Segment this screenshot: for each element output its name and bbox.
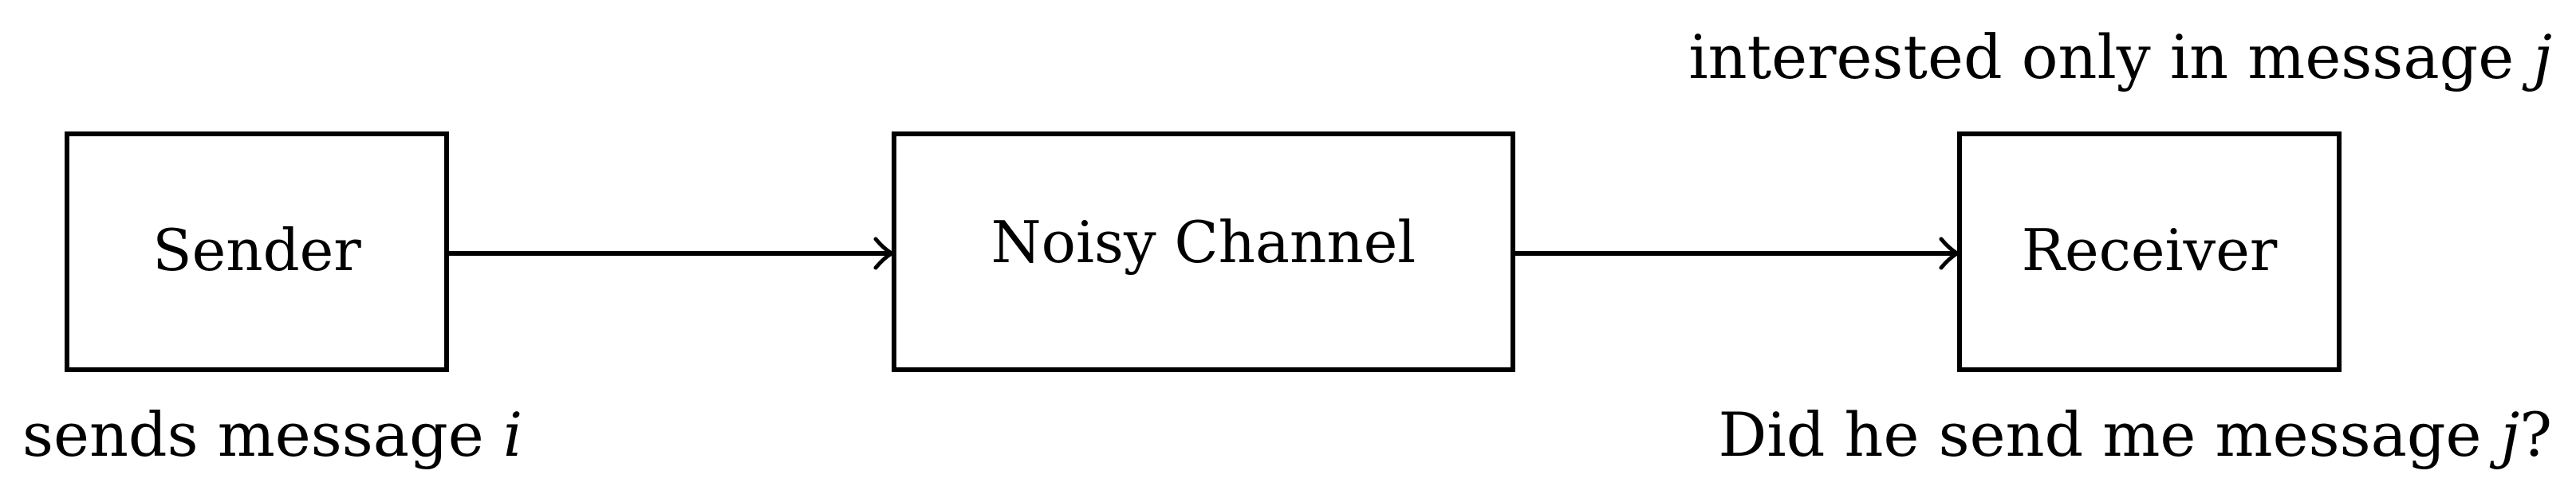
sender-node: Sender [65, 131, 449, 372]
receiver-bottom-caption-suffix: ? [2519, 399, 2552, 470]
receiver-box [1957, 131, 2342, 372]
receiver-top-caption-text: interested only in message [1688, 22, 2533, 92]
arrow-sender-to-channel-head [873, 237, 894, 270]
noisy-channel-box [892, 131, 1515, 372]
arrow-channel-to-receiver [1513, 237, 1960, 270]
noisy-channel-label: Noisy Channel [991, 209, 1416, 276]
sender-caption: sends message i [22, 399, 522, 470]
sender-box [65, 131, 449, 372]
sender-caption-text: sends message [22, 399, 503, 470]
noisy-channel-node: Noisy Channel [892, 131, 1515, 372]
receiver-bottom-caption-text: Did he send me message [1718, 399, 2500, 470]
receiver-bottom-caption: Did he send me message j? [1718, 399, 2552, 470]
receiver-top-caption: interested only in message j [1688, 22, 2552, 92]
sender-label: Sender [152, 217, 361, 284]
arrow-sender-to-channel [447, 237, 894, 270]
arrow-channel-to-receiver-head [1939, 237, 1960, 270]
receiver-node: Receiver [1957, 131, 2342, 372]
receiver-label: Receiver [2022, 217, 2278, 284]
sender-caption-var: i [503, 399, 522, 470]
